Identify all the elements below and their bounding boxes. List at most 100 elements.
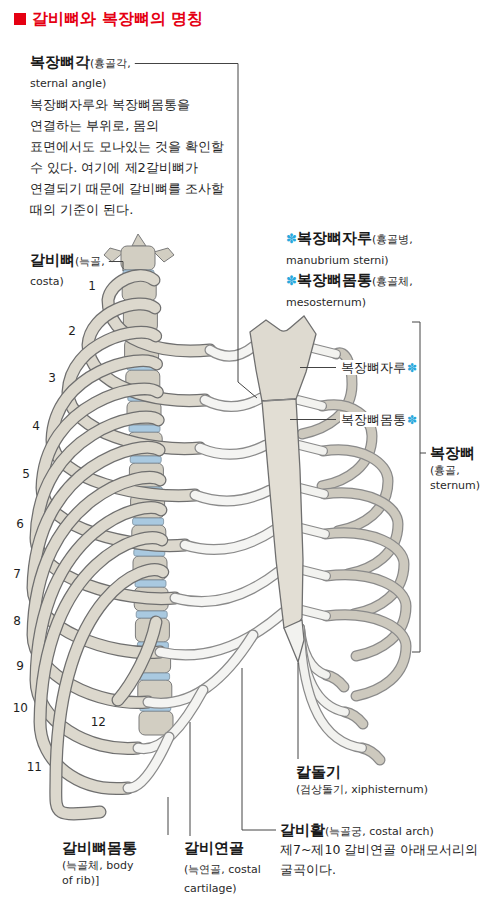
callout-holder: 1 [88,275,96,294]
part-latin-name: (늑골체, body of rib)] [62,858,136,888]
costal-cartilage-outline [195,490,270,501]
leader-line [300,367,336,368]
costal-cartilage-outline [175,572,278,602]
diagram-title: 갈비뼈와 복장뼈의 명칭 [32,8,203,30]
costal-cartilage [160,612,284,655]
leader-line [290,419,336,420]
callout-holder: 8 [13,610,21,629]
costal-cartilage [205,398,261,407]
callout-number: 7 [13,567,21,581]
far-cartilage-outline [300,488,324,494]
callout-number: 8 [13,614,21,628]
far-cartilage-outline [302,570,326,576]
callout-number: 3 [48,371,56,385]
part-latin-name: (흉골, sternum) [430,463,492,493]
vertebra [121,246,155,270]
part-name: 복장뼈각 [30,53,90,71]
costal-cartilage-outline [128,737,169,788]
intervertebral-disc [130,456,161,463]
part-name: 복장뼈 [430,443,492,463]
part-name: 복장뼈자루 [340,360,407,375]
label-group: 갈비연골 (늑연골, costal cartilage) [184,838,276,896]
label-group: 복장뼈몸통✽ [340,409,460,429]
part-latin-name: (늑연골, costal cartilage) [184,863,261,895]
part-name: 복장뼈자루 [297,229,372,247]
far-cartilage-outline [298,400,322,406]
far-cartilage-outline [312,348,336,354]
part-name: 복장뼈몸통 [297,271,372,289]
callout-number: 11 [27,760,42,774]
part-name: 갈비뼈몸통 [62,838,172,858]
part-name: 갈비활 [280,821,325,839]
callout-holder: 5 [22,463,30,482]
leader-line [109,262,123,272]
label-group: 복장뼈자루와 복장뼈몸통을 연결하는 부위로, 몸의 표면에서도 모나있는 것을… [30,94,228,220]
callout-holder: 4 [32,415,40,434]
callout-number: 12 [91,715,106,729]
callout-number: 10 [13,701,28,715]
far-cartilage [312,348,336,354]
note-text: 복장뼈자루와 복장뼈몸통을 연결하는 부위로, 몸의 표면에서도 모나있는 것을… [30,94,228,220]
far-cartilage [300,488,324,494]
callout-holder: 11 [27,756,42,775]
part-name: 칼돌기 [296,762,486,782]
sternum-body-bone [262,399,303,630]
costal-cartilage-outline [205,398,261,407]
callout-holder: 7 [13,563,21,582]
xiphoid-process [284,620,304,662]
far-cartilage-outline [300,628,362,748]
leader-line [168,797,169,835]
part-name: 갈비연골 [184,839,244,857]
callout-holder: 2 [68,320,76,339]
intervertebral-disc [129,425,160,432]
callout-holder: 3 [48,367,56,386]
intervertebral-disc [136,611,167,618]
leader-line [298,663,299,759]
callout-holder: 9 [16,655,24,674]
far-rib [326,615,406,696]
sternal-angle-line [264,399,294,401]
costal-cartilage-outline [160,612,284,655]
far-cartilage-outline [301,528,325,534]
callout-number: 2 [68,324,76,338]
callout-holder: 10 [13,697,28,716]
label-group: ✽복장뼈자루(흉골병, manubrium sterni) [286,228,451,268]
callout-number: 6 [16,517,24,531]
costal-cartilage [175,572,278,602]
part-latin-name: (검상돌기, xiphisternum) [296,782,486,797]
costal-cartilage-outline [185,530,274,550]
label-group: 갈비뼈(늑골, costa) [30,250,114,289]
label-group: ✽복장뼈몸통(흉골체, mesosternum) [286,270,451,310]
far-cartilage-outline [299,445,323,451]
costal-cartilage-outline [200,445,266,454]
label-group: 복장뼈(흉골, sternum) [430,443,492,493]
leader-line [135,64,257,399]
manubrium-bone [250,316,316,401]
far-cartilage [300,628,362,748]
far-cartilage-outline [302,610,326,616]
label-group: 복장뼈각(흉골각, sternal angle) [30,52,165,91]
callout-number: 4 [32,419,40,433]
asterisk-mark: ✽ [286,231,297,246]
label-group: 갈비활(늑골궁, costal arch)제7~제10 갈비연골 아래모서리의 … [280,820,485,880]
leader-line [242,668,276,830]
rib-outline [118,622,156,700]
far-cartilage [301,528,325,534]
callout-holder: 6 [16,513,24,532]
note-text: 제7~제10 갈비연골 아래모서리의 굴곡이다. [280,840,485,880]
far-cartilage [299,445,323,451]
part-name: 복장뼈몸통 [340,412,407,427]
costal-cartilage [185,530,274,550]
leader-line [420,453,426,454]
far-rib-outline [326,615,406,696]
asterisk-mark: ✽ [407,361,417,375]
far-cartilage [302,610,326,616]
asterisk-mark: ✽ [407,413,417,427]
label-group: 갈비뼈몸통(늑골체, body of rib)] [62,838,172,888]
leader-line [190,722,191,836]
label-group: 칼돌기(검상돌기, xiphisternum) [296,762,486,797]
costal-cartilage [128,737,169,788]
callout-holder: 12 [91,711,106,730]
intervertebral-disc [133,518,164,525]
rib [118,622,156,700]
